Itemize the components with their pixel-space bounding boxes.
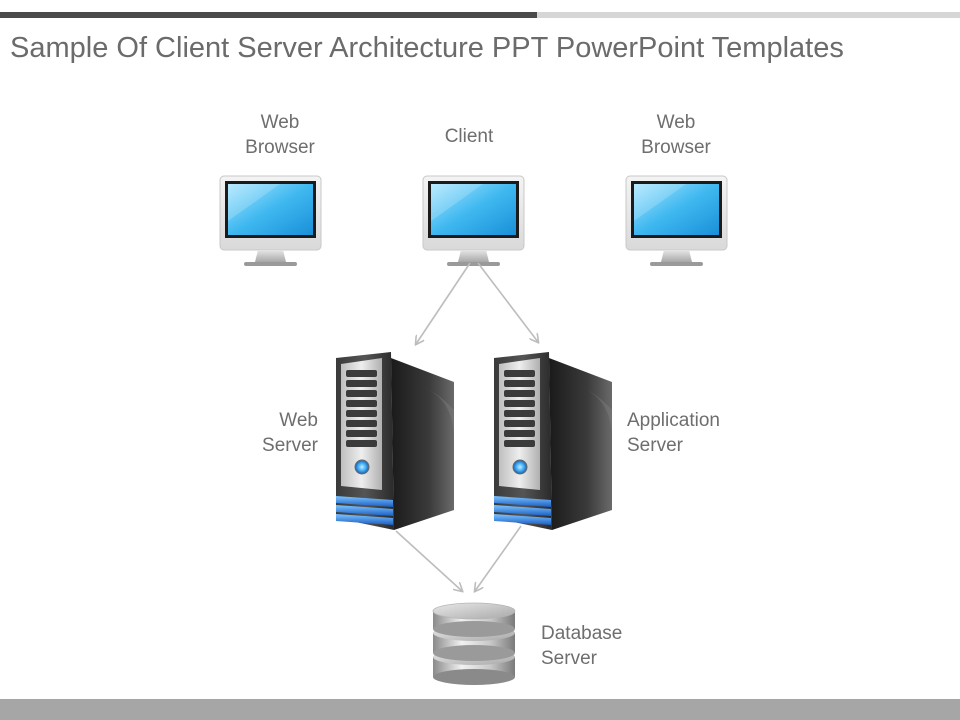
server-icon — [336, 352, 454, 530]
web-server-label: Web Server — [218, 408, 318, 458]
web-browser-left-label: Web Browser — [228, 110, 332, 160]
monitor-icon — [422, 175, 525, 266]
label-line: Web — [260, 112, 300, 133]
arrow — [475, 525, 522, 591]
web-browser-right-label: Web Browser — [624, 110, 728, 160]
top-accent-bar-light — [537, 12, 960, 18]
application-server-label: Application Server — [627, 408, 757, 458]
label-line: Browser — [641, 137, 711, 158]
label-line: Server — [627, 435, 683, 456]
monitor-icon — [625, 175, 728, 266]
database-icon — [432, 602, 516, 685]
vent-slots — [346, 370, 377, 447]
top-accent-bar-dark — [0, 12, 537, 18]
client-label: Client — [418, 124, 520, 149]
label-line: Web — [279, 410, 318, 431]
label-line: Database — [541, 623, 623, 644]
database-server-label: Database Server — [541, 621, 661, 671]
arrow — [477, 262, 538, 342]
vent-slots — [504, 370, 535, 447]
label-line: Server — [262, 435, 318, 456]
server-icon — [494, 352, 612, 530]
monitor-icon — [219, 175, 322, 266]
arrow — [416, 262, 471, 344]
bottom-accent-bar — [0, 699, 960, 720]
label-line: Application — [627, 410, 720, 431]
slide-title: Sample Of Client Server Architecture PPT… — [10, 32, 844, 64]
label-line: Client — [444, 126, 494, 147]
label-line: Web — [656, 112, 696, 133]
label-line: Browser — [245, 137, 315, 158]
arrow — [395, 530, 462, 591]
label-line: Server — [541, 648, 597, 669]
